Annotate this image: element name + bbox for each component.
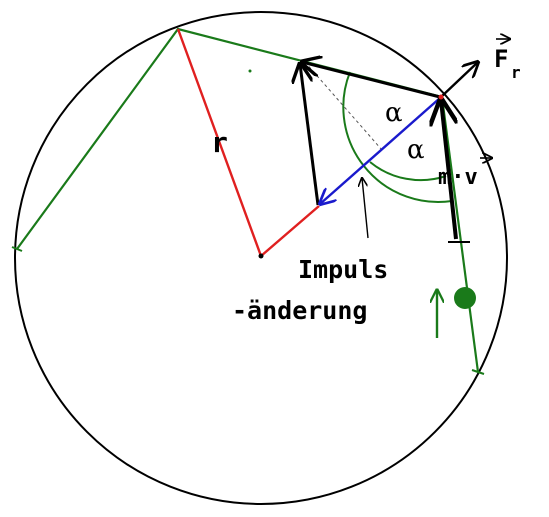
angle-label-top: α	[385, 98, 403, 128]
force-subscript: r	[511, 63, 521, 82]
impulse-label-line1: Impuls	[298, 255, 388, 284]
radius-lines	[176, 28, 320, 259]
center-dot	[258, 253, 264, 259]
impulse-label-line2: -änderung	[232, 296, 367, 325]
angle-label-bottom: α	[407, 135, 425, 165]
small-dot	[248, 69, 252, 73]
container-circle	[14, 11, 508, 505]
trajectory-tick-bottom	[471, 369, 485, 375]
label-pointer-line	[362, 178, 369, 239]
force-arrow	[440, 62, 478, 98]
force-label: F	[494, 45, 508, 73]
momentum-label: m·v	[438, 165, 478, 190]
collision-point	[438, 94, 444, 100]
incoming-momentum-arrow	[302, 62, 441, 99]
radius-label: r	[211, 126, 228, 159]
mv-vector-arrow	[441, 100, 458, 240]
impulse-change-arrow	[320, 97, 441, 204]
momentum-copy-arrow	[300, 64, 320, 206]
ball	[454, 287, 476, 309]
angle-arc-inner	[369, 161, 447, 182]
trajectory-tick-left	[11, 246, 23, 252]
